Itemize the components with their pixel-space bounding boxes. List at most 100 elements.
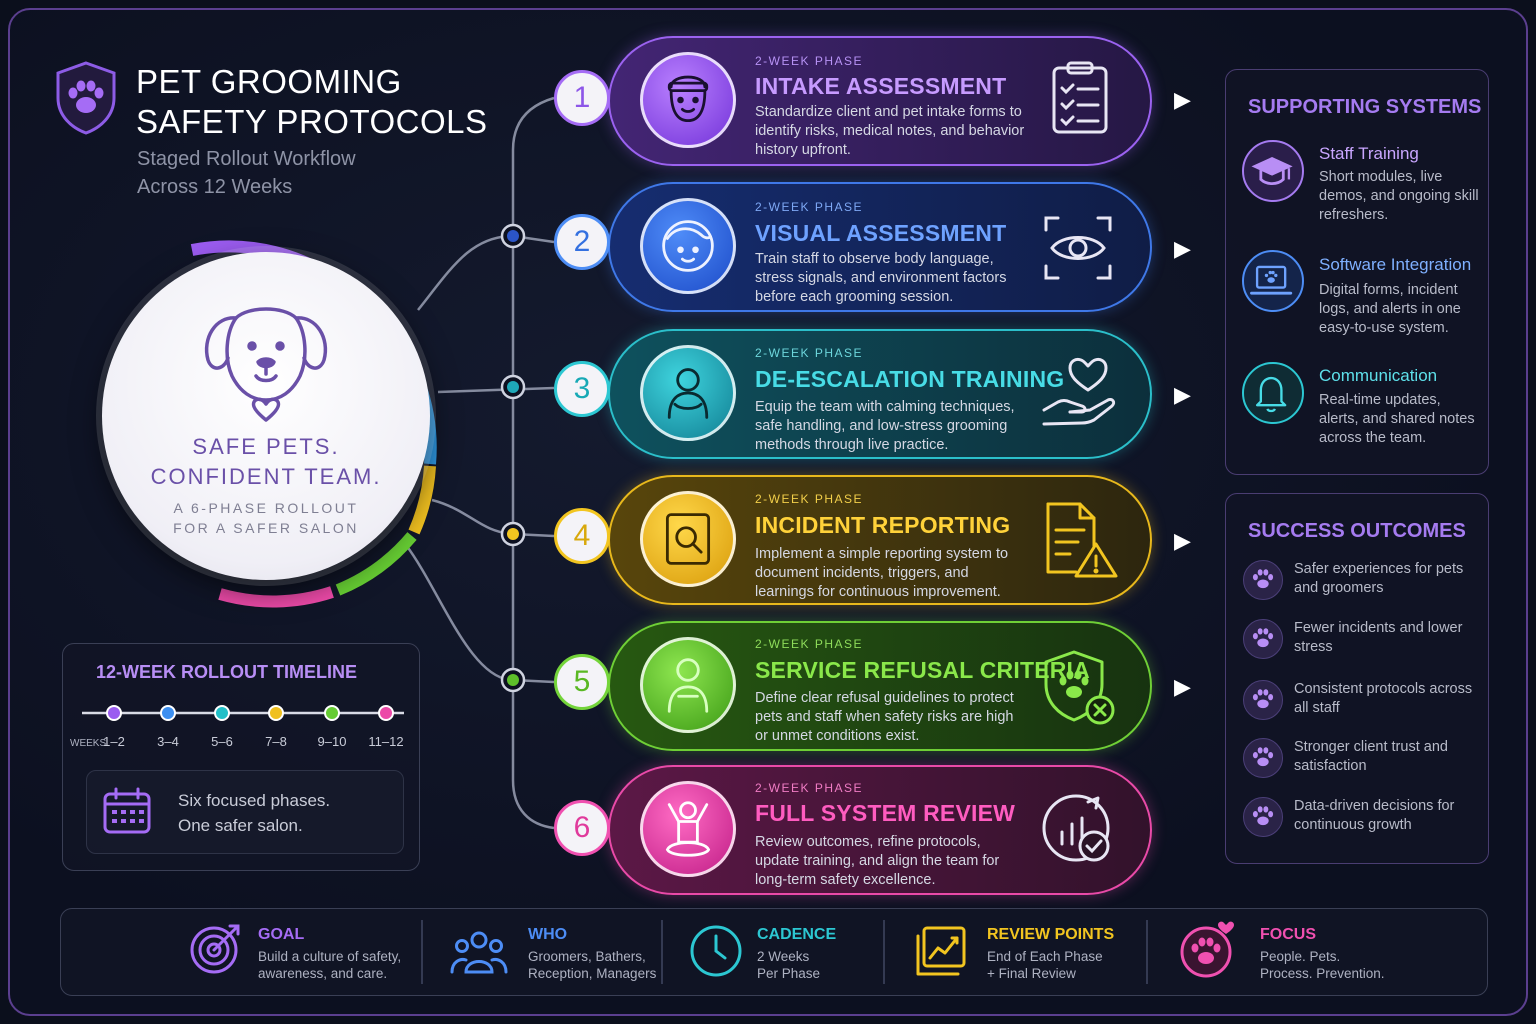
person-refusal-icon <box>667 658 709 713</box>
divider <box>661 920 663 984</box>
people-group-icon <box>450 931 508 974</box>
cadence-title: CADENCE <box>757 926 837 943</box>
search-report-icon <box>665 513 711 565</box>
paw-icon <box>1243 560 1283 600</box>
laptop-paw-icon <box>1242 250 1304 312</box>
chevron-right-icon: ▶ <box>1174 87 1191 112</box>
clock-icon <box>690 925 742 977</box>
phase-icon-1 <box>640 52 736 148</box>
system-desc-1: Short modules, live demos, and ongoing s… <box>1319 169 1479 223</box>
system-title-2: Software Integration <box>1319 255 1472 274</box>
person-face-icon <box>662 220 714 272</box>
summary-bar <box>60 908 1488 996</box>
timeline-prefix: WEEKS <box>70 738 106 749</box>
timeline-tick-label: 3–4 <box>157 734 179 749</box>
phase-number-3: 3 <box>554 361 610 417</box>
phase-icon-5 <box>640 637 736 733</box>
chevron-right-icon: ▶ <box>1174 674 1191 699</box>
chevron-right-icon: ▶ <box>1174 528 1191 553</box>
focus-title: FOCUS <box>1260 926 1316 943</box>
hero-subtagline: A 6-PHASE ROLLOUT FOR A SAFER SALON <box>173 500 359 536</box>
phase-label-2: 2-WEEK PHASE <box>755 200 864 214</box>
paw-icon <box>1243 619 1283 659</box>
phase-icon-2 <box>640 198 736 294</box>
phase-icon-4 <box>640 491 736 587</box>
phase-number-6: 6 <box>554 800 610 856</box>
timeline-tick-label: 11–12 <box>368 734 403 749</box>
eye-scan-icon <box>1044 216 1112 280</box>
hero-circle <box>102 252 430 580</box>
phase-label-6: 2-WEEK PHASE <box>755 781 864 795</box>
timeline-note: Six focused phases. One safer salon. <box>178 791 331 835</box>
phase-desc-2: Train staff to observe body language, st… <box>755 251 1007 305</box>
timeline-dot <box>324 705 340 721</box>
phase-desc-4: Implement a simple reporting system to d… <box>755 546 1009 600</box>
divider <box>1146 920 1148 984</box>
timeline-tick-label: 1–2 <box>103 734 125 749</box>
paw-icon <box>1243 738 1283 778</box>
phase-number-4: 4 <box>554 508 610 564</box>
timeline-dot <box>214 705 230 721</box>
outcome-item: Fewer incidents and lower stress <box>1294 620 1463 655</box>
hero-tagline: SAFE PETS. CONFIDENT TEAM. <box>150 434 382 489</box>
phase-desc-1: Standardize client and pet intake forms … <box>755 104 1025 158</box>
timeline-dot <box>106 705 122 721</box>
timeline-dot <box>160 705 176 721</box>
phase-title-3: DE-ESCALATION TRAINING <box>755 366 1065 392</box>
paw-icon <box>1243 797 1283 837</box>
success-outcomes-title: SUCCESS OUTCOMES <box>1248 520 1466 542</box>
timeline-title: 12-WEEK ROLLOUT TIMELINE <box>96 662 357 682</box>
system-desc-2: Digital forms, incident logs, and alerts… <box>1319 282 1461 336</box>
page-subtitle: Staged Rollout Workflow Across 12 Weeks <box>137 148 356 198</box>
document-warning-icon <box>1046 502 1118 578</box>
phase-title-5: SERVICE REFUSAL CRITERIA <box>755 657 1090 683</box>
divider <box>883 920 885 984</box>
outcome-item: Data-driven decisions for continuous gro… <box>1294 798 1455 833</box>
clipboard-checklist-icon <box>1052 61 1108 134</box>
phase-icon-3 <box>640 345 736 441</box>
chart-check-icon <box>1042 794 1110 862</box>
phase-title-4: INCIDENT REPORTING <box>755 512 1011 538</box>
phase-label-5: 2-WEEK PHASE <box>755 637 864 651</box>
paw-icon <box>1243 680 1283 720</box>
target-icon <box>190 924 240 974</box>
review-points-desc: End of Each Phase+ Final Review <box>987 949 1103 981</box>
outcome-item: Stronger client trust and satisfaction <box>1294 739 1448 774</box>
paw-heart-icon <box>1180 921 1234 978</box>
dog-heart-icon <box>204 307 328 422</box>
phase-title-2: VISUAL ASSESSMENT <box>755 220 1007 246</box>
heart-hand-icon <box>1042 357 1116 426</box>
shield-paw-icon <box>56 61 116 135</box>
outcome-item: Safer experiences for pets and groomers <box>1294 561 1464 596</box>
timeline-tick-label: 9–10 <box>318 734 347 749</box>
graduation-cap-icon <box>1242 140 1304 202</box>
phase-label-3: 2-WEEK PHASE <box>755 346 864 360</box>
timeline-dot <box>378 705 394 721</box>
page-title: PET GROOMING SAFETY PROTOCOLS <box>136 63 488 140</box>
chevron-right-icon: ▶ <box>1174 236 1191 261</box>
review-points-title: REVIEW POINTS <box>987 926 1115 943</box>
supporting-systems-title: SUPPORTING SYSTEMS <box>1248 96 1482 118</box>
system-desc-3: Real-time updates, alerts, and shared no… <box>1319 392 1475 446</box>
goal-desc: Build a culture of safety,awareness, and… <box>258 949 402 981</box>
bell-icon <box>1242 362 1304 424</box>
phase-label-1: 2-WEEK PHASE <box>755 54 864 68</box>
groomer-face-icon <box>667 75 709 123</box>
chevron-right-icon: ▶ <box>1174 382 1191 407</box>
divider <box>421 920 423 984</box>
phase-title-1: INTAKE ASSESSMENT <box>755 73 1007 99</box>
timeline-tick-label: 5–6 <box>211 734 233 749</box>
phase-number-2: 2 <box>554 214 610 270</box>
phase-number-5: 5 <box>554 654 610 710</box>
calendar-icon <box>103 787 151 834</box>
outcome-item: Consistent protocols across all staff <box>1294 681 1473 716</box>
timeline-dot <box>268 705 284 721</box>
focus-desc: People. Pets.Process. Prevention. <box>1260 949 1385 981</box>
phase-desc-3: Equip the team with calming techniques, … <box>755 399 1015 453</box>
chart-review-icon <box>916 926 966 976</box>
team-celebrate-icon <box>665 801 711 857</box>
shield-paw-x-icon <box>1044 650 1115 725</box>
